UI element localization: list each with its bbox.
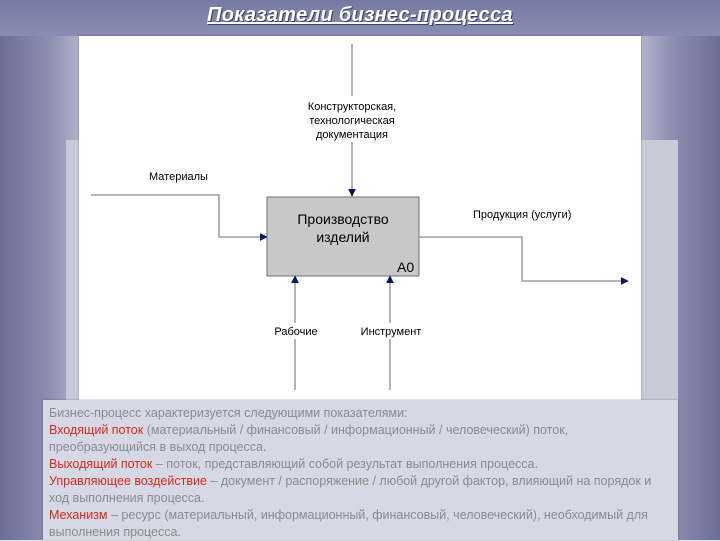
description-panel [43, 400, 678, 540]
diagram-panel: Конструкторская, технологическая докумен… [79, 36, 641, 400]
description-text: Бизнес-процесс характеризуется следующим… [49, 405, 674, 541]
mechanism2-label: Инструмент [361, 326, 422, 338]
mechanism2-label-bg [358, 323, 424, 339]
title-band [0, 0, 720, 36]
control-label-line3: документация [316, 129, 388, 141]
def-output-flow: – поток, представляющий собой результат … [152, 457, 538, 471]
process-label-line1: Производство [297, 211, 388, 227]
decorative-strip-right [641, 140, 678, 400]
process-id: A0 [397, 259, 414, 275]
term-control: Управляющее воздействие [49, 474, 207, 488]
term-output-flow: Выходящий поток [49, 457, 153, 471]
input-label: Материалы [149, 171, 208, 183]
term-mechanism: Механизм [49, 508, 108, 522]
idef0-diagram: Конструкторская, технологическая докумен… [91, 44, 629, 390]
process-box[interactable] [266, 196, 420, 277]
mechanism1-label: Рабочие [274, 326, 317, 338]
process-label-line2: изделий [316, 229, 369, 245]
description-intro: Бизнес-процесс характеризуется следующим… [49, 406, 408, 420]
def-control: – документ / распоряжение / любой другой… [49, 474, 652, 505]
def-mechanism: – ресурс (материальный, информационный, … [49, 508, 648, 539]
output-label: Продукция (услуги) [473, 209, 571, 221]
decorative-strip-left [66, 140, 79, 400]
output-arrow [419, 236, 629, 285]
control-label-bg [305, 96, 400, 142]
control-label-line2: технологическая [309, 115, 395, 127]
mechanism1-label-bg [271, 323, 321, 339]
input-arrow [91, 194, 268, 241]
def-input-flow: (материальный / финансовый / информацион… [49, 423, 569, 454]
term-input-flow: Входящий поток [49, 423, 144, 437]
slide-title: Показатели бизнес-процесса [207, 4, 513, 26]
control-label-line1: Конструкторская, [308, 101, 396, 113]
